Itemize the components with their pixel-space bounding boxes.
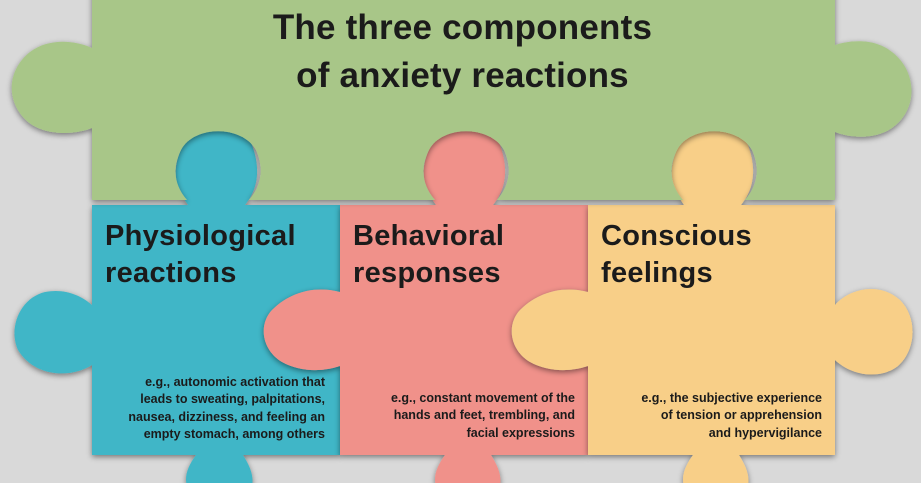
diagram-title: The three components of anxiety reaction…	[160, 4, 765, 100]
description-line: leads to sweating, palpitations,	[140, 392, 325, 407]
description-line: hands and feet, trembling, and	[393, 408, 575, 423]
puzzle-piece-physiological	[14, 127, 340, 483]
puzzle-piece-title	[11, 0, 912, 200]
title-line-1: The three components	[272, 8, 653, 47]
physiological-heading: Physiological reactions	[105, 218, 296, 292]
behavioral-description: e.g., constant movement of the hands and…	[350, 390, 575, 442]
description-line: of tension or apprehension	[660, 408, 822, 423]
puzzle-piece-conscious	[511, 127, 913, 483]
description-line: e.g., the subjective experience	[641, 391, 822, 405]
heading-line-1: Physiological	[105, 220, 296, 252]
description-line: and hypervigilance	[708, 425, 822, 440]
conscious-description: e.g., the subjective experience of tensi…	[600, 390, 822, 442]
behavioral-heading: Behavioral responses	[353, 218, 504, 292]
puzzle-piece-behavioral	[263, 127, 588, 483]
heading-line-1: Behavioral	[353, 220, 505, 252]
title-line-2: of anxiety reactions	[296, 56, 629, 95]
description-line: empty stomach, among others	[143, 426, 325, 441]
heading-line-2: reactions	[105, 257, 237, 289]
description-line: nausea, dizziness, and feeling an	[128, 409, 325, 424]
physiological-description: e.g., autonomic activation that leads to…	[95, 374, 325, 443]
description-line: facial expressions	[466, 425, 575, 440]
description-line: e.g., constant movement of the	[390, 391, 575, 405]
heading-line-2: feelings	[601, 257, 713, 289]
description-line: e.g., autonomic activation that	[145, 375, 325, 389]
heading-line-2: responses	[353, 257, 501, 289]
heading-line-1: Conscious	[601, 220, 752, 252]
conscious-heading: Conscious feelings	[601, 218, 752, 292]
